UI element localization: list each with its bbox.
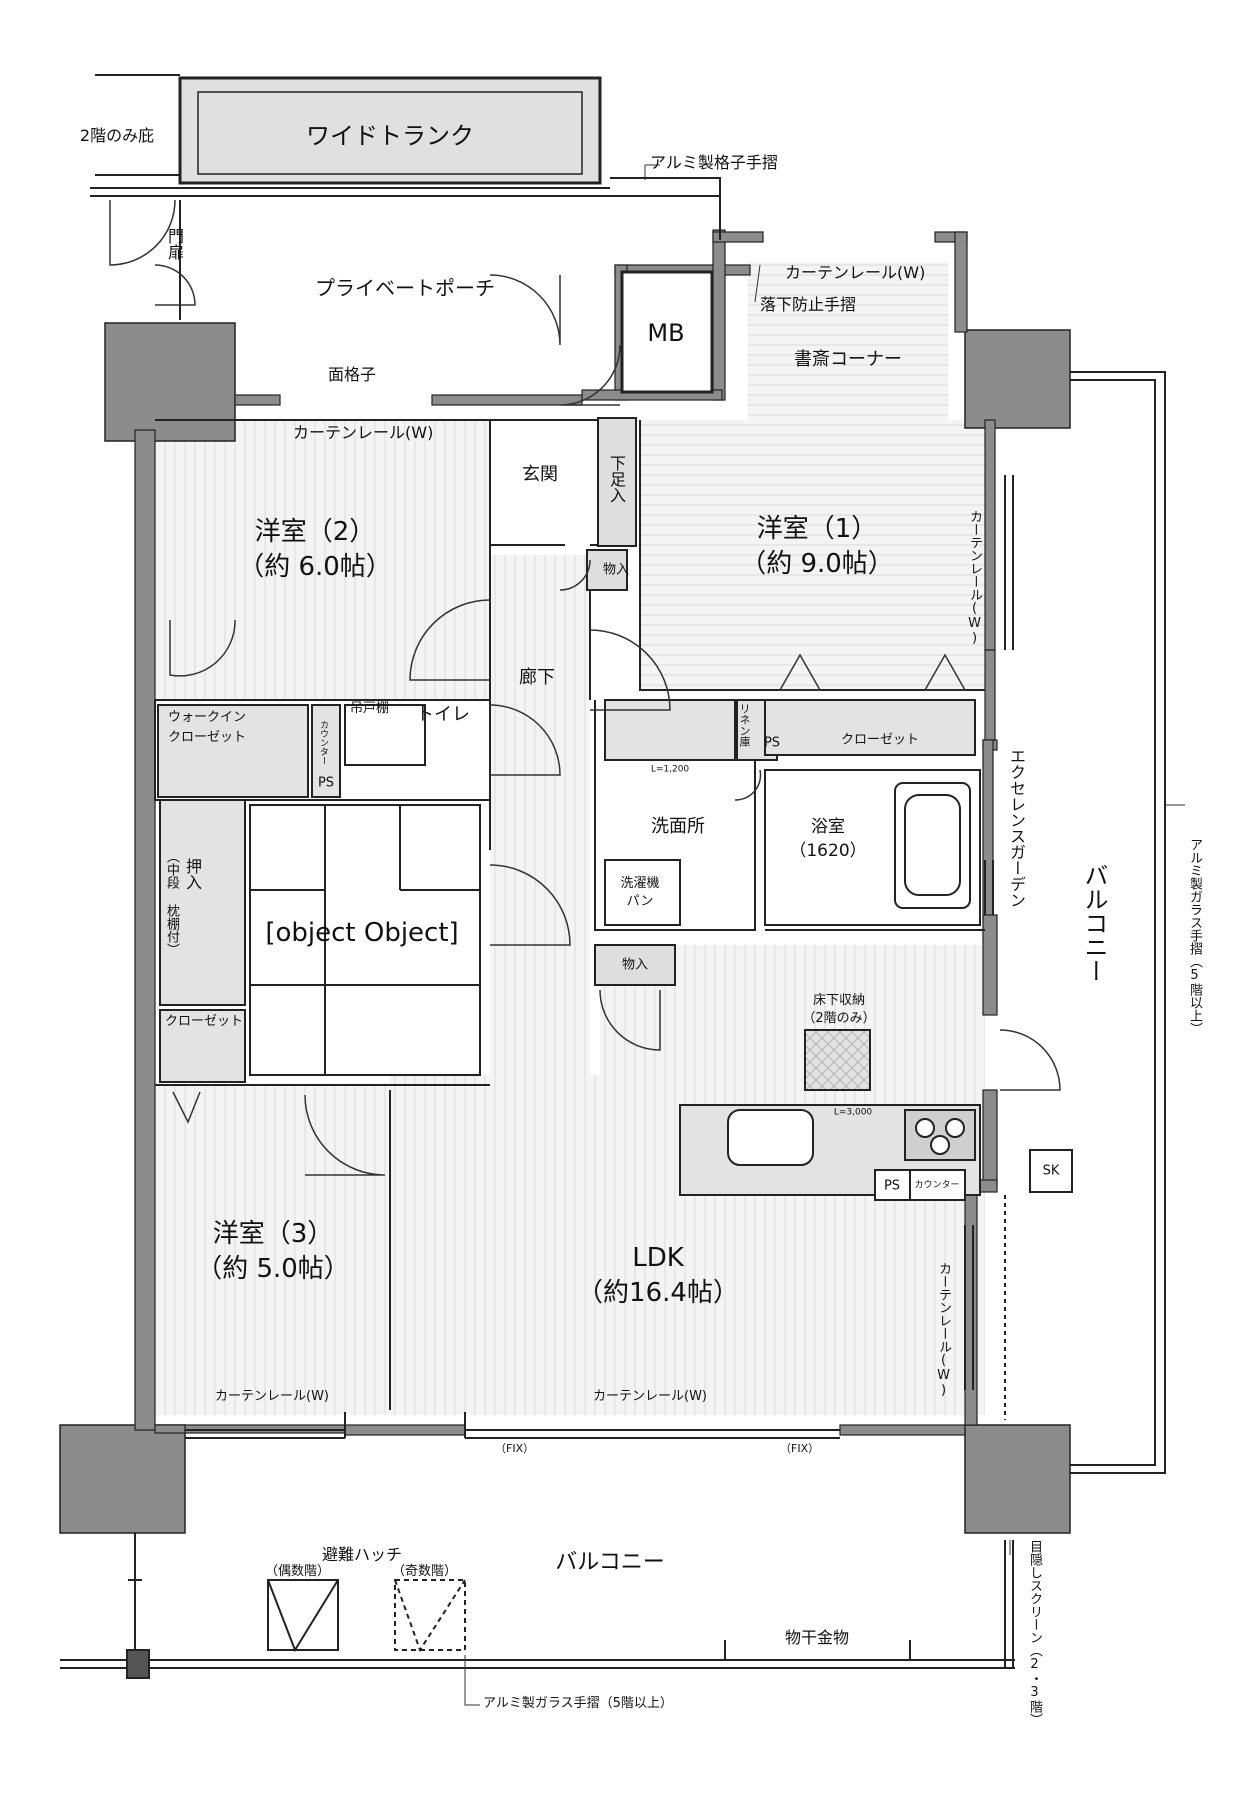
porch-label: プライベートポーチ	[315, 276, 495, 300]
balcony-bottom-label: バルコニー	[555, 1550, 665, 1575]
curtain-rail-western3: カーテンレール(W)	[215, 1389, 329, 1404]
face-lattice-label: 面格子	[327, 365, 377, 384]
oshiire-label: 押入	[183, 858, 202, 890]
ldk-name: LDK	[632, 1242, 684, 1273]
western2-name: 洋室（2）	[254, 516, 376, 547]
hanging-shelf-label: 吊戸棚	[350, 701, 390, 716]
even-floor-label: （偶数階）	[265, 1564, 331, 1579]
structural-columns	[59, 322, 1071, 1534]
evac-hatch-label: 避難ハッチ	[322, 1545, 403, 1564]
wash-length-label: L=1,200	[650, 764, 690, 775]
excellence-garden-label: エクセレンスガーデン	[1007, 748, 1026, 908]
toilet-label: トイレ	[416, 704, 470, 725]
curtain-rail-western1: カーテンレール(W)	[967, 510, 982, 646]
western1-name: 洋室（1）	[756, 513, 878, 544]
sk-label: SK	[1042, 1163, 1060, 1179]
glass-rail-right-label: アルミ製ガラス手摺（5階以上）	[1187, 838, 1202, 1035]
odd-floor-label: （奇数階）	[392, 1564, 458, 1579]
fix-label-left: （FIX）	[495, 1442, 535, 1455]
ps-linen-label: PS	[763, 735, 781, 751]
western1-room: 洋室（1） （約 9.0帖）	[740, 512, 894, 582]
leader-lines	[464, 164, 1185, 1706]
wide-trunk-label: ワイドトランク	[306, 122, 474, 150]
western2-room: 洋室（2） （約 6.0帖）	[238, 515, 392, 585]
ps-kitchen-label: PS	[883, 1178, 901, 1194]
balcony-right-label: バルコニー	[1080, 863, 1108, 983]
kitchen-length-label: L=3,000	[833, 1107, 873, 1118]
curtain-rail-ldk: カーテンレール(W)	[593, 1389, 707, 1404]
bath-size: （1620）	[789, 841, 867, 861]
western3-name: 洋室（3）	[212, 1218, 334, 1249]
ps-toilet-label: PS	[317, 775, 335, 791]
corridor-label: 廊下	[519, 667, 555, 688]
western1-size: （約 9.0帖）	[740, 549, 894, 579]
partitions	[60, 74, 1166, 1679]
fix-label-right: （FIX）	[780, 1442, 820, 1455]
shoe-storage-label: 下足入	[607, 455, 626, 503]
western3-room: 洋室（3） （約 5.0帖）	[196, 1217, 350, 1287]
alum-lattice-rail-label: アルミ製格子手摺	[650, 153, 778, 172]
underfloor-label: 床下収納 （2階のみ）	[802, 992, 876, 1026]
screen-label: 目隠しスクリーン（2・3階）	[1027, 1540, 1042, 1726]
drying-hardware-label: 物干金物	[784, 1628, 850, 1647]
storage-entrance-label: 物入	[602, 562, 630, 578]
study-label: 書斎コーナー	[794, 349, 902, 370]
counter-kitchen-label: カウンター	[914, 1180, 960, 1191]
closet-japanese-label: クローゼット	[165, 1014, 244, 1029]
wic-label: ウォークイン クローゼット	[168, 710, 247, 745]
fall-prevention-label: 落下防止手摺	[760, 295, 857, 314]
entrance-label: 玄関	[522, 464, 558, 485]
linen-label: リネン庫	[738, 703, 751, 747]
washroom-label: 洗面所	[651, 816, 705, 837]
glass-rail-bottom-label: アルミ製ガラス手摺（5階以上）	[483, 1696, 673, 1711]
western3-size: （約 5.0帖）	[196, 1254, 350, 1284]
curtain-rail-ldk-side: カーテンレール(W)	[936, 1262, 951, 1398]
eave-label: 2階のみ庇	[79, 126, 155, 145]
ldk-size: （約16.4帖）	[577, 1278, 739, 1308]
japanese-room-label: [object Object]	[265, 918, 459, 948]
mb-label: MB	[647, 319, 685, 347]
western2-size: （約 6.0帖）	[238, 552, 392, 582]
bath-room: 浴室 （1620）	[789, 816, 866, 864]
bath-name: 浴室	[810, 817, 845, 838]
counter-toilet-label: カウンター	[318, 720, 328, 765]
storage-ldk-label: 物入	[621, 957, 649, 973]
gate-door-label: 門扉	[165, 228, 184, 260]
curtain-rail-western2: カーテンレール(W)	[293, 423, 434, 442]
closet-western1-label: クローゼット	[840, 732, 920, 748]
curtain-rail-study: カーテンレール(W)	[785, 263, 926, 282]
pillow-shelf-label: （中段 枕棚付）	[164, 850, 179, 956]
ldk-room: LDK （約16.4帖）	[577, 1241, 739, 1311]
door-swings	[109, 199, 1061, 1176]
washer-pan-label: 洗濯機 パン	[620, 875, 660, 909]
